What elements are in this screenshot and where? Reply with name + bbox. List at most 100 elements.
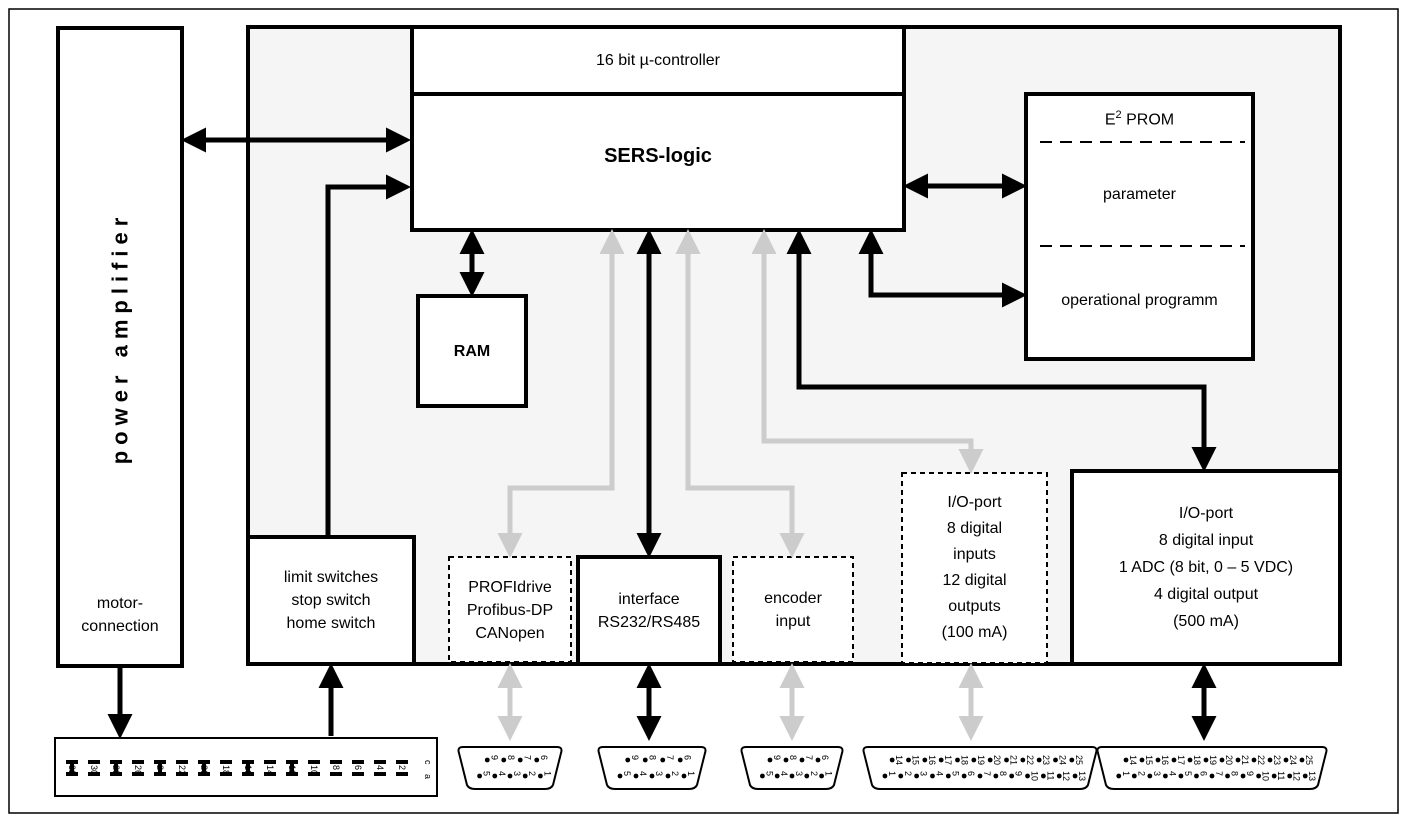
pin-label: 9 [630, 755, 640, 760]
pin-label: 20 [992, 755, 1002, 765]
pin-label: 6 [1198, 771, 1208, 776]
strip-pin-label: 2 [397, 765, 407, 770]
pin-label: 8 [647, 755, 657, 760]
strip-pin-label: 24 [155, 765, 165, 775]
strip-pin-label: 12 [287, 765, 297, 775]
pin-label: 24 [1288, 755, 1298, 765]
strip-row-a: a [423, 774, 433, 779]
pin-label: 11 [1045, 771, 1055, 780]
pin-label: 3 [654, 771, 664, 776]
pin-label: 1 [686, 771, 696, 776]
pin-label: 7 [1214, 771, 1224, 776]
pin-label: 12 [1061, 771, 1071, 781]
pin-label: 25 [1074, 755, 1084, 765]
pin-label: 4 [497, 771, 507, 776]
pin-label: 14 [894, 755, 904, 765]
pin-label: 18 [960, 755, 970, 765]
logic-fieldbus-arrow [497, 229, 625, 558]
pin-label: 17 [943, 755, 953, 765]
pin-label: 2 [903, 771, 913, 776]
pin-label: 3 [919, 771, 929, 776]
limit-switch-box [246, 535, 416, 666]
pin-label: 5 [482, 771, 492, 776]
strip-pin-label: 30 [89, 765, 99, 775]
pin-label: 5 [950, 771, 960, 776]
pin-label: 3 [1152, 771, 1162, 776]
pin-label: 12 [1292, 771, 1302, 781]
pin-label: 2 [670, 771, 680, 776]
strip-pin-label: 26 [133, 765, 143, 775]
strip-pin-label: 18 [221, 765, 231, 775]
motor-connection-label: motor-connection [81, 595, 159, 635]
pin-label: 7 [804, 755, 814, 760]
pin-label: 5 [1183, 771, 1193, 776]
pin-label: 8 [998, 771, 1008, 776]
pin-label: 8 [1230, 771, 1240, 776]
strip-pin-label: 28 [111, 765, 121, 775]
pin-label: 16 [927, 755, 937, 765]
pin-label: 19 [1208, 755, 1218, 765]
pin-label: 18 [1192, 755, 1202, 765]
pin-label: 6 [820, 755, 830, 760]
strip-pin-label: 16 [243, 765, 253, 775]
pin-label: 21 [1240, 755, 1250, 765]
pin-label: 10 [1030, 771, 1040, 781]
pin-label: 13 [1307, 771, 1317, 781]
io-port-small-box [901, 472, 1048, 664]
eeprom-parameter: parameter [1103, 185, 1176, 203]
pin-label: 1 [887, 771, 897, 776]
pin-label: 7 [522, 755, 532, 760]
pin-label: 4 [638, 771, 648, 776]
pin-label: 8 [506, 755, 516, 760]
power-amplifier-box [56, 26, 184, 668]
logic-encoder-arrow [675, 229, 805, 558]
limit-logic-arrow [325, 174, 411, 537]
pin-label: 23 [1041, 755, 1051, 765]
strip-row-c: c [423, 760, 433, 765]
pin-label: 1 [824, 771, 834, 776]
pin-label: 10 [1261, 771, 1271, 781]
strip-pin-label: 8 [331, 765, 341, 770]
pin-label: 1 [1121, 771, 1131, 776]
pin-label: 17 [1176, 755, 1186, 765]
pin-label: 19 [976, 755, 986, 765]
pin-label: 4 [779, 771, 789, 776]
ram-label: RAM [453, 342, 491, 360]
controller-box [410, 25, 906, 232]
pin-label: 24 [1058, 755, 1068, 765]
strip-pin-label: 20 [199, 765, 209, 775]
strip-pin-label: 14 [265, 765, 275, 775]
pin-label: 21 [1009, 755, 1019, 765]
pin-label: 22 [1025, 755, 1035, 765]
pin-label: 23 [1272, 755, 1282, 765]
pin-label: 4 [934, 771, 944, 776]
strip-pin-label: 4 [375, 765, 385, 770]
pin-label: 14 [1128, 755, 1138, 765]
pin-label: 25 [1304, 755, 1314, 765]
pin-label: 1 [542, 771, 552, 776]
pin-label: 13 [1077, 771, 1087, 781]
pin-label: 6 [966, 771, 976, 776]
pin-label: 22 [1256, 755, 1266, 765]
pin-label: 7 [665, 755, 675, 760]
strip-pin-label: 6 [353, 765, 363, 770]
strip-pin-label: 10 [309, 765, 319, 775]
controller-header: 16 bit µ-controller [596, 52, 720, 69]
power-amplifier-label: power amplifier [107, 211, 132, 465]
interface-box [576, 555, 722, 666]
strip-pin-label: 22 [177, 765, 187, 775]
eeprom-programm: operational programm [1061, 292, 1218, 309]
fieldbus-box [448, 556, 572, 663]
sers-logic-title: SERS-logic [604, 144, 712, 167]
pin-label: 5 [764, 771, 774, 776]
pin-label: 2 [527, 771, 537, 776]
pin-label: 6 [682, 755, 692, 760]
